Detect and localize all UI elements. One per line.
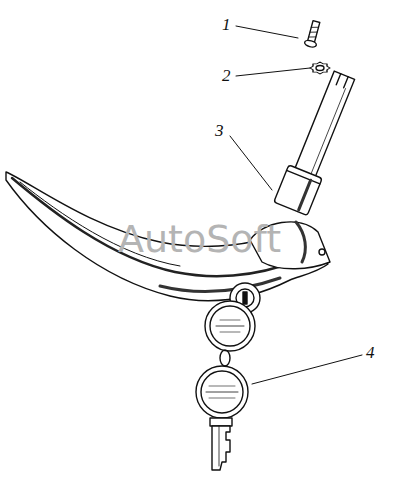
watermark: AutoSoft	[118, 220, 281, 258]
handle-shading	[12, 178, 282, 276]
leader-line	[236, 68, 310, 76]
key-ring	[220, 350, 230, 366]
key	[196, 366, 248, 470]
leader-line	[252, 355, 362, 384]
lock-washer	[310, 62, 330, 74]
key	[205, 301, 255, 351]
callout-number: 2	[222, 67, 231, 84]
leader-line	[236, 26, 298, 38]
handle-shading	[160, 278, 280, 292]
handle-shaft	[274, 68, 361, 215]
callout-number: 4	[366, 344, 375, 361]
leader-line	[230, 136, 272, 190]
callout-number: 1	[222, 16, 231, 33]
screw	[304, 20, 322, 48]
callout-number: 3	[215, 122, 224, 139]
